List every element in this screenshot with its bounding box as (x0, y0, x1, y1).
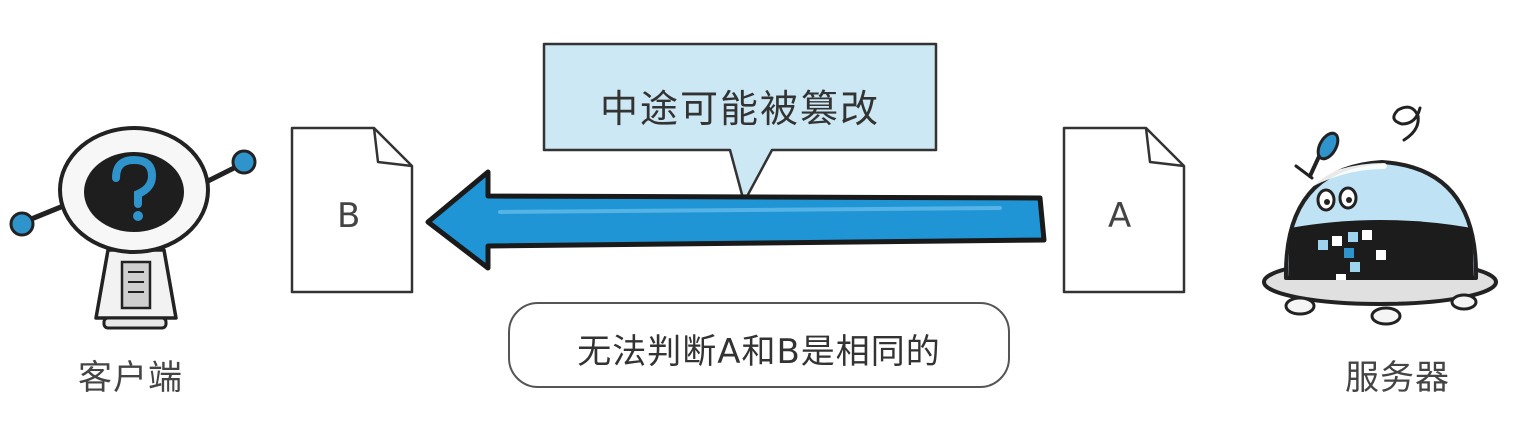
document-b-icon (290, 126, 414, 294)
transfer-arrow (425, 169, 1047, 271)
server-robot-icon (1262, 105, 1498, 326)
client-label: 客户端 (78, 358, 183, 398)
document-a-icon (1062, 126, 1186, 294)
document-b-letter: B (337, 196, 361, 236)
note-box (508, 302, 1010, 388)
tamper-callout-bubble (542, 42, 938, 204)
document-a-letter: A (1108, 196, 1132, 236)
tamper-callout-text: 中途可能被篡改 (599, 87, 880, 131)
client-robot-question-icon (9, 126, 257, 330)
note-text: 无法判断A和B是相同的 (577, 332, 941, 372)
server-label: 服务器 (1345, 358, 1450, 398)
